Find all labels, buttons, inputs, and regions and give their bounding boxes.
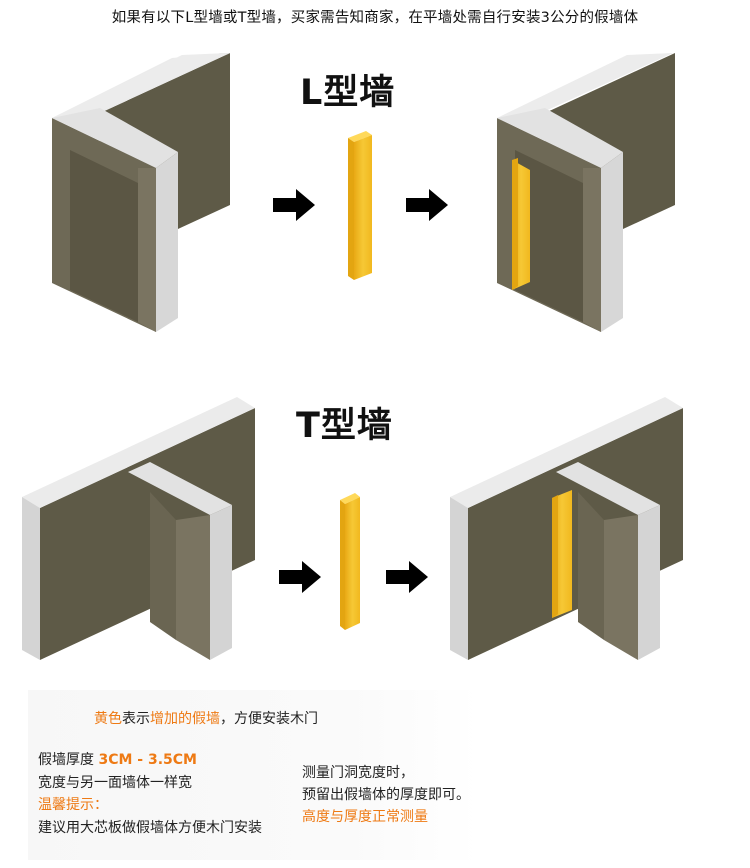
t-wall-title: T型墙 [296, 406, 393, 446]
t-back-wall-top [22, 397, 255, 508]
legend-text-1: 表示 [122, 711, 150, 727]
measure-note-3: 高度与厚度正常测量 [302, 809, 428, 825]
t-stem-side [150, 492, 176, 640]
l-wall-after [497, 53, 675, 332]
t-after-stem-face [604, 515, 638, 660]
t-after-stem-edge [638, 505, 660, 660]
t-after-back-wall-face [468, 408, 683, 660]
notes-panel: 黄色表示增加的假墙，方便安装木门 假墙厚度 3CM - 3.5CM 宽度与另一面… [28, 690, 480, 860]
measure-note-1: 测量门洞宽度时， [302, 765, 414, 781]
arrow-right-icon [273, 189, 315, 221]
legend-highlight: 增加的假墙 [150, 711, 220, 727]
width-note: 宽度与另一面墙体一样宽 [38, 775, 192, 791]
t-stem-face [176, 515, 210, 660]
l-wall-title: L型墙 [300, 73, 396, 113]
l-after-side-top [497, 108, 623, 168]
t-stem-edge [210, 505, 232, 660]
arrow-right-icon [386, 561, 428, 593]
l-pillar-front [138, 168, 156, 332]
tip-text: 建议用大芯板做假墙体方便木门安装 [38, 820, 262, 836]
l-top-strip-2 [52, 53, 228, 118]
thickness-value: 3CM - 3.5CM [98, 752, 197, 768]
header-instruction: 如果有以下L型墙或T型墙，买家需告知商家，在平墙处需自行安装3公分的假墙体 [111, 10, 639, 26]
l-after-pillar-edge [601, 152, 623, 332]
l-pillar-edge [156, 152, 178, 332]
legend-yellow-word: 黄色 [94, 711, 122, 727]
t-after-false-wall-edge [552, 495, 558, 618]
arrow-right-icon [279, 561, 321, 593]
l-after-top-strip [497, 53, 673, 118]
tip-label: 温馨提示： [38, 797, 108, 813]
t-stem-top [128, 462, 232, 515]
false-wall-board-t [340, 493, 360, 630]
arrow-right-icon [406, 189, 448, 221]
t-after-back-wall-end [450, 497, 468, 660]
legend-text-2: ，方便安装木门 [220, 711, 318, 727]
thickness-line: 假墙厚度 3CM - 3.5CM [38, 749, 197, 769]
t-after-stem-top [556, 462, 660, 515]
l-side-top [52, 108, 178, 168]
thickness-label: 假墙厚度 [38, 752, 99, 768]
t-back-wall-end [22, 497, 40, 660]
l-doorway-inner [70, 150, 138, 322]
legend-line: 黄色表示增加的假墙，方便安装木门 [94, 708, 318, 728]
t-after-back-wall-top [450, 397, 683, 508]
t-after-stem-side [578, 492, 604, 640]
l-wall-before [52, 53, 230, 332]
l-after-doorway-inner [515, 150, 583, 322]
measure-note-2: 预留出假墙体的厚度即可。 [302, 787, 470, 803]
l-after-false-wall-edge [512, 158, 518, 290]
t-back-wall-face [40, 408, 255, 660]
t-wall-after [450, 397, 683, 660]
false-wall-board-l [348, 131, 372, 280]
l-after-pillar-front [583, 168, 601, 332]
t-wall-before [22, 397, 255, 660]
